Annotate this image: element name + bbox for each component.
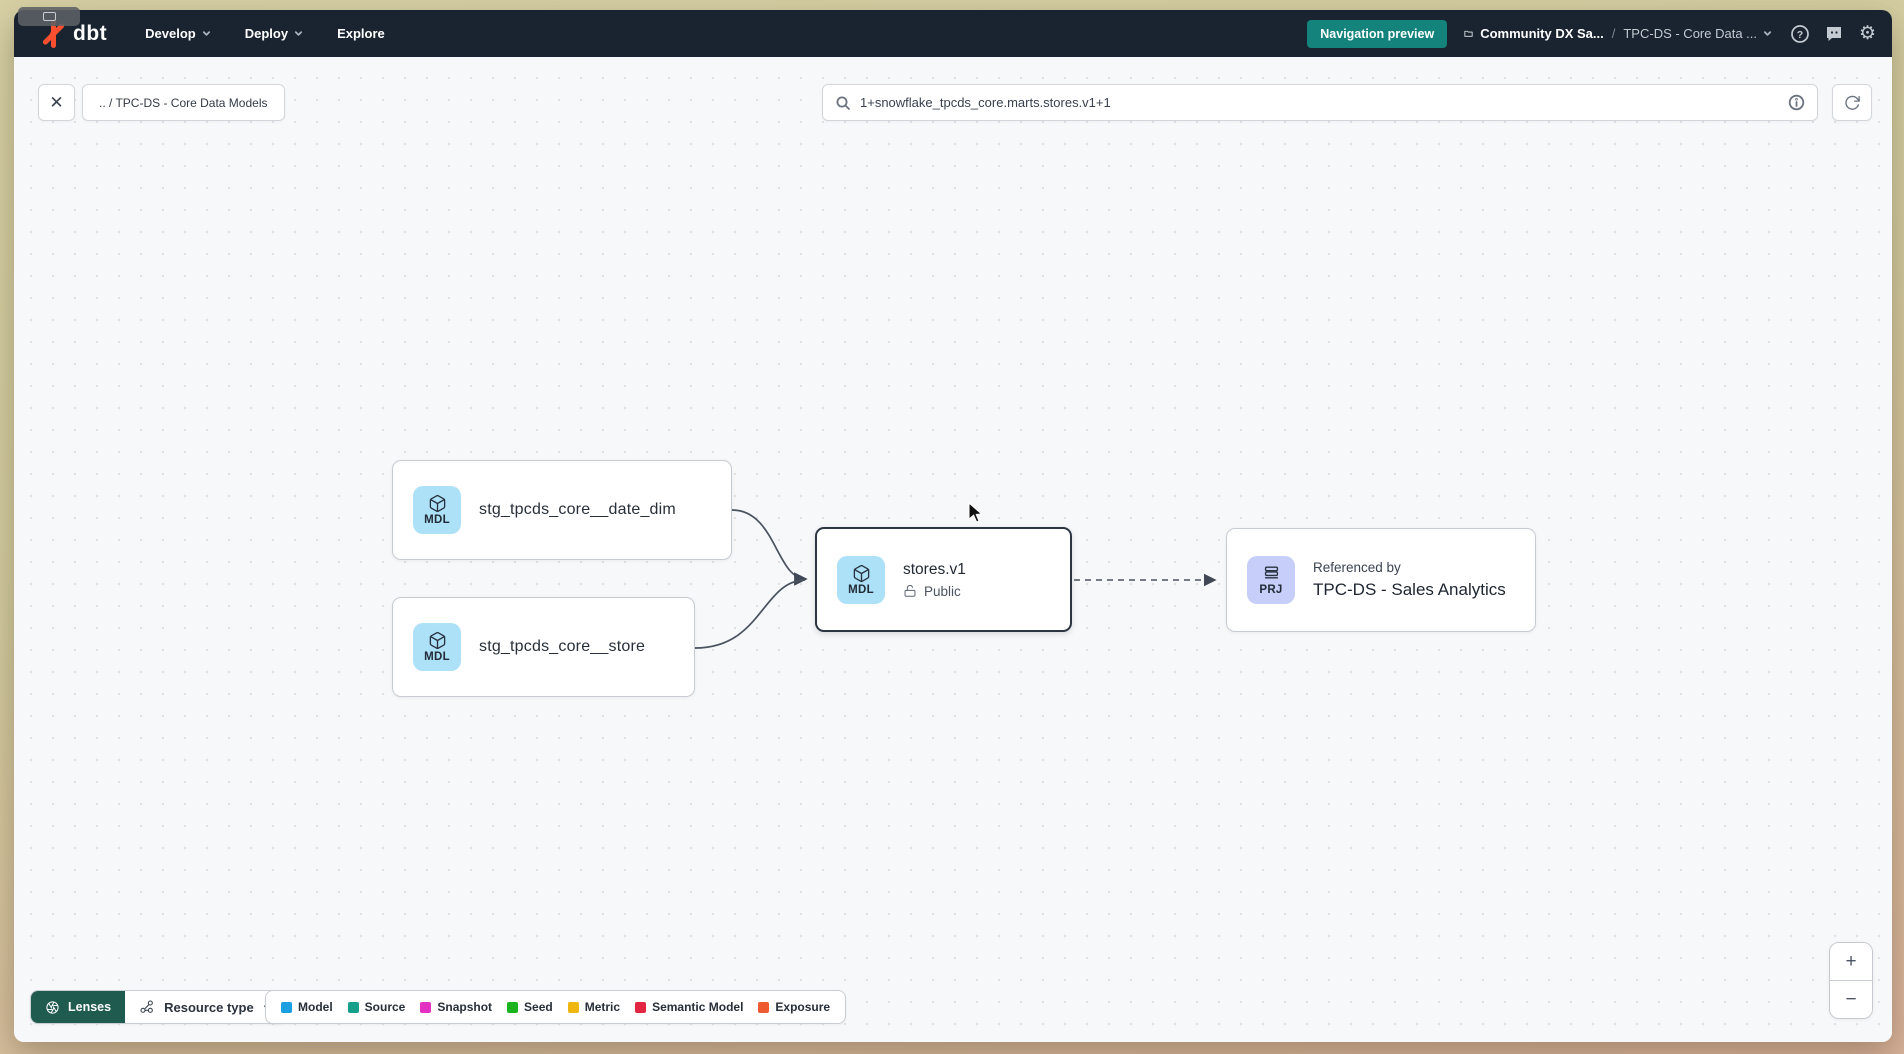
app-window: dbt Develop Deploy Explore Navigation pr… xyxy=(14,10,1892,1042)
model-badge: MDL xyxy=(413,623,461,671)
refresh-icon xyxy=(1845,95,1860,110)
zoom-in-button[interactable]: + xyxy=(1830,943,1872,981)
breadcrumb: Community DX Sa... / TPC-DS - Core Data … xyxy=(1464,26,1772,41)
legend-item-exposure: Exposure xyxy=(758,1000,830,1014)
chevron-down-icon xyxy=(202,31,210,36)
close-lineage-button[interactable]: ✕ xyxy=(38,84,75,121)
legend-swatch xyxy=(281,1001,292,1013)
project-badge: PRJ xyxy=(1247,556,1295,604)
svg-text:?: ? xyxy=(1796,29,1802,41)
folder-icon xyxy=(1464,30,1473,37)
model-node-stores-v1-selected[interactable]: MDL stores.v1 Public xyxy=(815,527,1072,632)
model-badge: MDL xyxy=(413,486,461,534)
close-icon: ✕ xyxy=(49,92,64,112)
resource-type-dropdown[interactable]: Resource type xyxy=(125,991,286,1023)
node-title: stg_tpcds_core__date_dim xyxy=(479,501,676,518)
search-icon xyxy=(836,96,850,110)
nav-deploy[interactable]: Deploy xyxy=(245,26,303,41)
lineage-canvas[interactable]: ✕ .. / TPC-DS - Core Data Models MDL stg… xyxy=(14,57,1892,1042)
dbt-logo-text: dbt xyxy=(73,21,108,45)
breadcrumb-project[interactable]: Community DX Sa... xyxy=(1464,26,1604,41)
zoom-controls: + − xyxy=(1829,942,1873,1019)
dbt-logo[interactable]: dbt xyxy=(40,19,108,48)
lineage-breadcrumb-chip[interactable]: .. / TPC-DS - Core Data Models xyxy=(82,84,285,121)
access-label: Public xyxy=(924,583,961,599)
node-title: TPC-DS - Sales Analytics xyxy=(1313,580,1506,599)
info-icon[interactable] xyxy=(1788,94,1805,111)
navigation-preview-badge[interactable]: Navigation preview xyxy=(1307,19,1448,48)
model-node-date-dim[interactable]: MDL stg_tpcds_core__date_dim xyxy=(392,460,732,560)
legend-swatch xyxy=(347,1001,359,1013)
chevron-down-icon xyxy=(294,31,303,36)
top-navbar: dbt Develop Deploy Explore Navigation pr… xyxy=(14,10,1892,57)
legend-item-seed: Seed xyxy=(507,1000,553,1014)
resource-graph-icon xyxy=(140,1000,153,1013)
legend-swatch xyxy=(507,1001,519,1013)
lenses-control: Lenses Resource type xyxy=(30,990,287,1024)
cube-icon xyxy=(429,494,445,513)
unlock-icon xyxy=(904,585,916,597)
node-title: stores.v1 xyxy=(903,560,966,578)
breadcrumb-page[interactable]: TPC-DS - Core Data ... xyxy=(1623,26,1772,41)
model-badge: MDL xyxy=(837,555,885,604)
nav-develop[interactable]: Develop xyxy=(145,26,211,41)
cube-icon xyxy=(429,631,445,650)
badge-label: MDL xyxy=(424,514,450,526)
resource-type-legend: Model Source Snapshot Seed Metric Semant… xyxy=(265,990,847,1024)
search-input[interactable] xyxy=(860,95,1779,110)
legend-item-metric: Metric xyxy=(567,1000,620,1014)
feedback-icon[interactable] xyxy=(1823,23,1844,44)
legend-swatch xyxy=(758,1001,770,1013)
cube-icon xyxy=(853,564,869,582)
badge-label: PRJ xyxy=(1259,584,1283,596)
dbt-logo-icon xyxy=(40,19,66,48)
lineage-search xyxy=(822,84,1818,121)
zoom-out-button[interactable]: − xyxy=(1830,981,1872,1018)
lens-aperture-icon xyxy=(46,1000,59,1014)
screen-share-indicator[interactable] xyxy=(18,7,80,26)
help-icon[interactable]: ? xyxy=(1789,23,1810,44)
screen-icon xyxy=(42,12,56,21)
legend-item-model: Model xyxy=(281,1000,333,1014)
badge-label: MDL xyxy=(848,583,874,596)
mouse-cursor xyxy=(968,502,983,523)
legend-swatch xyxy=(420,1001,432,1013)
legend-swatch xyxy=(567,1001,579,1013)
referenced-by-label: Referenced by xyxy=(1313,560,1401,575)
chevron-down-icon xyxy=(1763,31,1772,36)
badge-label: MDL xyxy=(424,651,450,663)
settings-gear-icon[interactable]: ⚙ xyxy=(1858,23,1877,44)
node-title: stg_tpcds_core__store xyxy=(479,638,646,655)
legend-item-snapshot: Snapshot xyxy=(420,1000,492,1014)
legend-swatch xyxy=(635,1001,647,1013)
legend-item-source: Source xyxy=(347,1000,405,1014)
access-row: Public xyxy=(903,584,966,599)
lenses-button[interactable]: Lenses xyxy=(31,991,126,1023)
stack-icon xyxy=(1264,566,1278,579)
model-node-store[interactable]: MDL stg_tpcds_core__store xyxy=(392,597,695,697)
project-node-sales-analytics[interactable]: PRJ Referenced by TPC-DS - Sales Analyti… xyxy=(1226,528,1536,632)
nav-explore[interactable]: Explore xyxy=(337,26,385,41)
legend-item-semantic-model: Semantic Model xyxy=(635,1000,743,1014)
main-nav: Develop Deploy Explore xyxy=(145,26,385,41)
refresh-lineage-button[interactable] xyxy=(1832,84,1872,121)
breadcrumb-separator: / xyxy=(1611,26,1616,41)
